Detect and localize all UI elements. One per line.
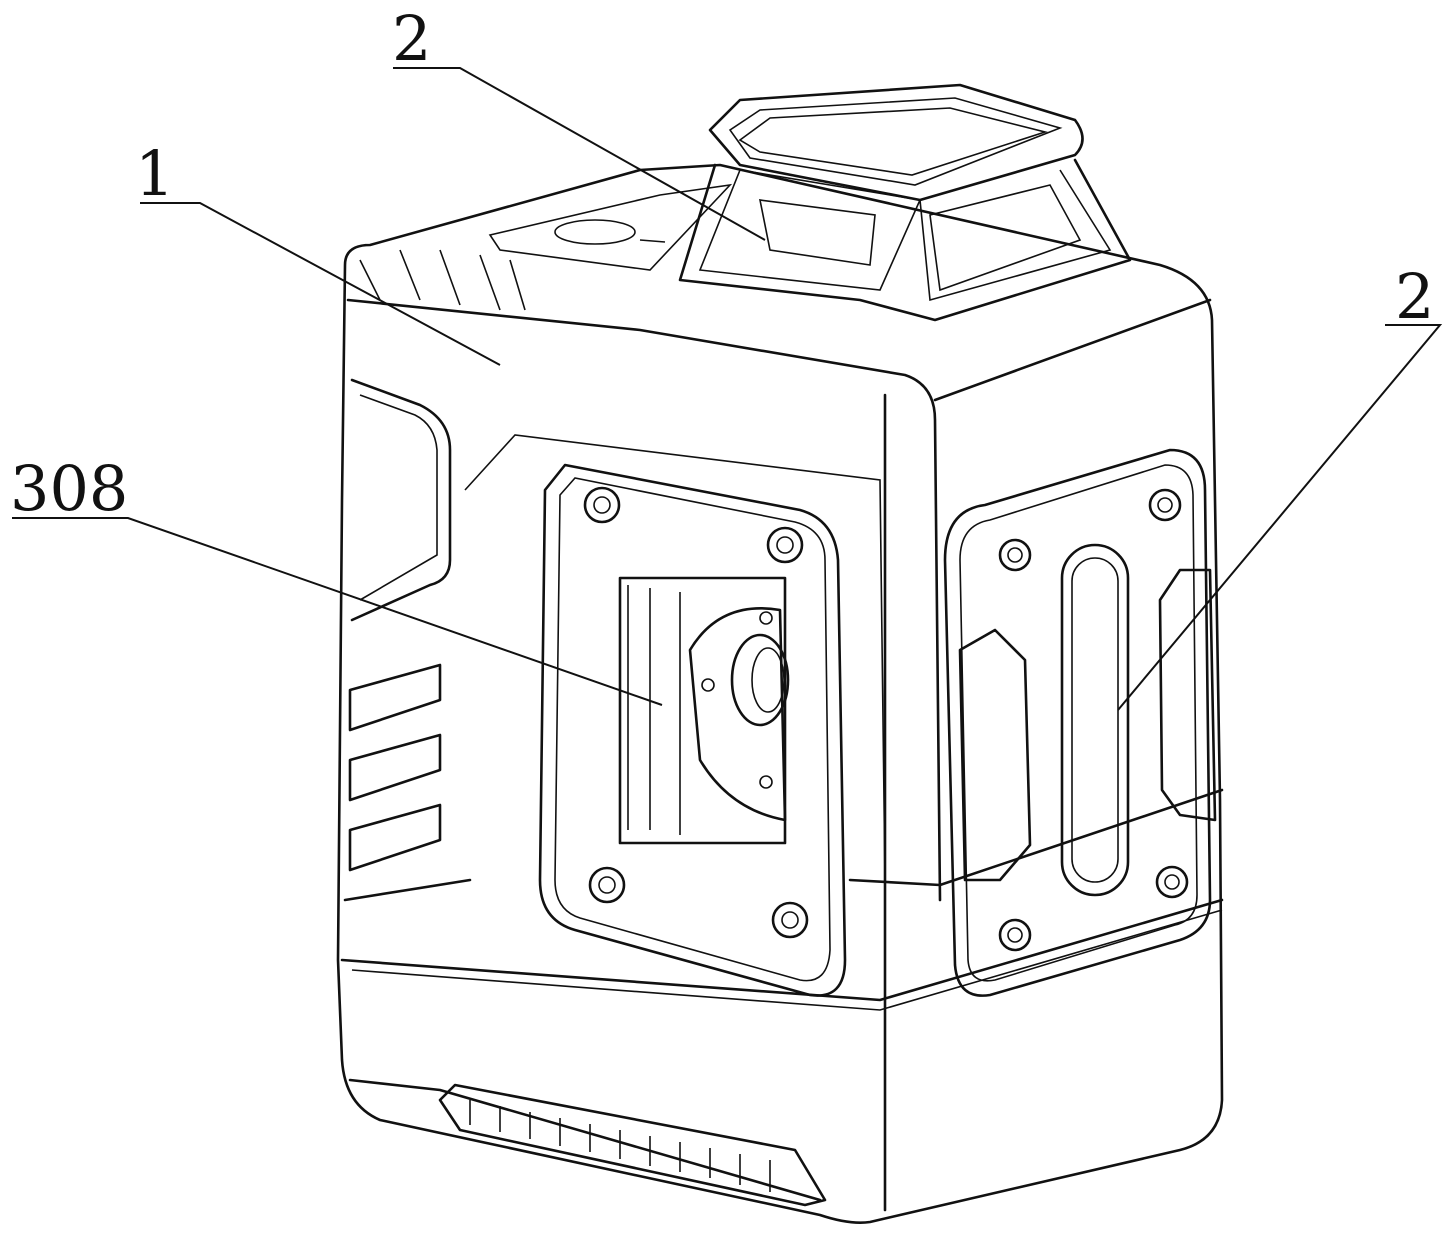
housing-body xyxy=(338,165,1222,1223)
left-grip xyxy=(345,380,885,900)
label-1: 1 xyxy=(135,137,174,210)
laser-head xyxy=(360,85,1130,320)
label-2-top: 2 xyxy=(392,2,431,75)
leader-lines xyxy=(12,68,1440,710)
front-window xyxy=(540,465,845,996)
label-308: 308 xyxy=(10,452,128,525)
label-2-right: 2 xyxy=(1395,260,1434,333)
